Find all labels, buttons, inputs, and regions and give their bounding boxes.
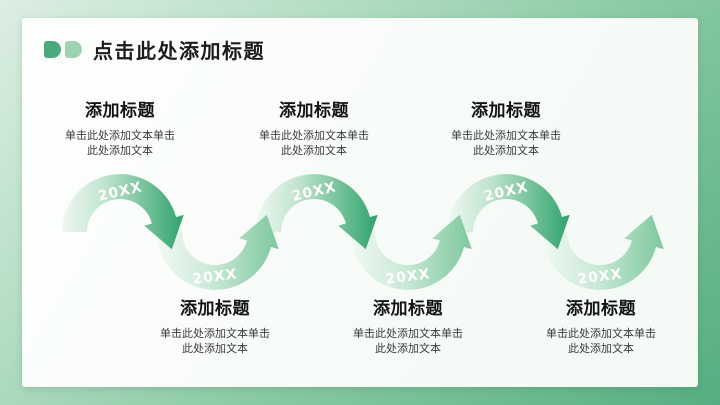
- timeline-item-body[interactable]: 单击此处添加文本单击 此处添加文本: [515, 327, 687, 356]
- timeline-item-heading[interactable]: 添加标题: [180, 299, 250, 319]
- arc-down-3[interactable]: [542, 214, 664, 290]
- body-line: 单击此处添加文本单击: [546, 327, 656, 340]
- timeline-item-body[interactable]: 单击此处添加文本单击 此处添加文本: [129, 327, 301, 356]
- arc-up-1[interactable]: [62, 174, 184, 250]
- timeline-item-1: 添加标题 单击此处添加文本单击 此处添加文本: [34, 96, 206, 158]
- timeline-item-body[interactable]: 单击此处添加文本单击 此处添加文本: [228, 129, 400, 158]
- timeline-item-6: 添加标题 单击此处添加文本单击 此处添加文本: [515, 294, 687, 356]
- timeline-item-5: 添加标题 单击此处添加文本单击 此处添加文本: [420, 96, 592, 158]
- body-line: 此处添加文本: [568, 341, 634, 355]
- logo-mark-light-icon: [65, 41, 82, 58]
- year-label-2[interactable]: 20XX: [192, 266, 239, 287]
- timeline-item-3: 添加标题 单击此处添加文本单击 此处添加文本: [228, 96, 400, 158]
- body-line: 单击此处添加文本单击: [65, 129, 175, 142]
- arc-up-2[interactable]: [256, 174, 378, 250]
- timeline-item-2: 添加标题 单击此处添加文本单击 此处添加文本: [129, 294, 301, 356]
- timeline-item-4: 添加标题 单击此处添加文本单击 此处添加文本: [322, 294, 494, 356]
- arc-down-2[interactable]: [350, 214, 472, 290]
- body-line: 此处添加文本: [182, 341, 248, 355]
- year-label-4[interactable]: 20XX: [385, 266, 432, 287]
- slide-title-placeholder[interactable]: 点击此处添加标题: [93, 39, 265, 63]
- body-line: 单击此处添加文本单击: [160, 327, 270, 340]
- timeline-item-body[interactable]: 单击此处添加文本单击 此处添加文本: [322, 327, 494, 356]
- logo-mark-dark-icon: [44, 41, 61, 58]
- body-line: 单击此处添加文本单击: [259, 129, 369, 142]
- timeline-item-body[interactable]: 单击此处添加文本单击 此处添加文本: [34, 129, 206, 158]
- timeline-item-body[interactable]: 单击此处添加文本单击 此处添加文本: [420, 129, 592, 158]
- timeline-item-heading[interactable]: 添加标题: [279, 101, 349, 121]
- arc-up-3[interactable]: [448, 174, 570, 250]
- body-line: 此处添加文本: [281, 143, 347, 157]
- body-line: 单击此处添加文本单击: [353, 327, 463, 340]
- body-line: 此处添加文本: [87, 143, 153, 157]
- timeline-item-heading[interactable]: 添加标题: [85, 101, 155, 121]
- year-label-6[interactable]: 20XX: [577, 266, 624, 287]
- timeline-item-heading[interactable]: 添加标题: [471, 101, 541, 121]
- logo: [44, 41, 82, 58]
- body-line: 单击此处添加文本单击: [451, 129, 561, 142]
- body-line: 此处添加文本: [473, 143, 539, 157]
- slide-header: 点击此处添加标题: [44, 35, 265, 64]
- timeline-item-heading[interactable]: 添加标题: [373, 299, 443, 319]
- body-line: 此处添加文本: [375, 341, 441, 355]
- arc-down-1[interactable]: [157, 214, 279, 290]
- timeline-item-heading[interactable]: 添加标题: [566, 299, 636, 319]
